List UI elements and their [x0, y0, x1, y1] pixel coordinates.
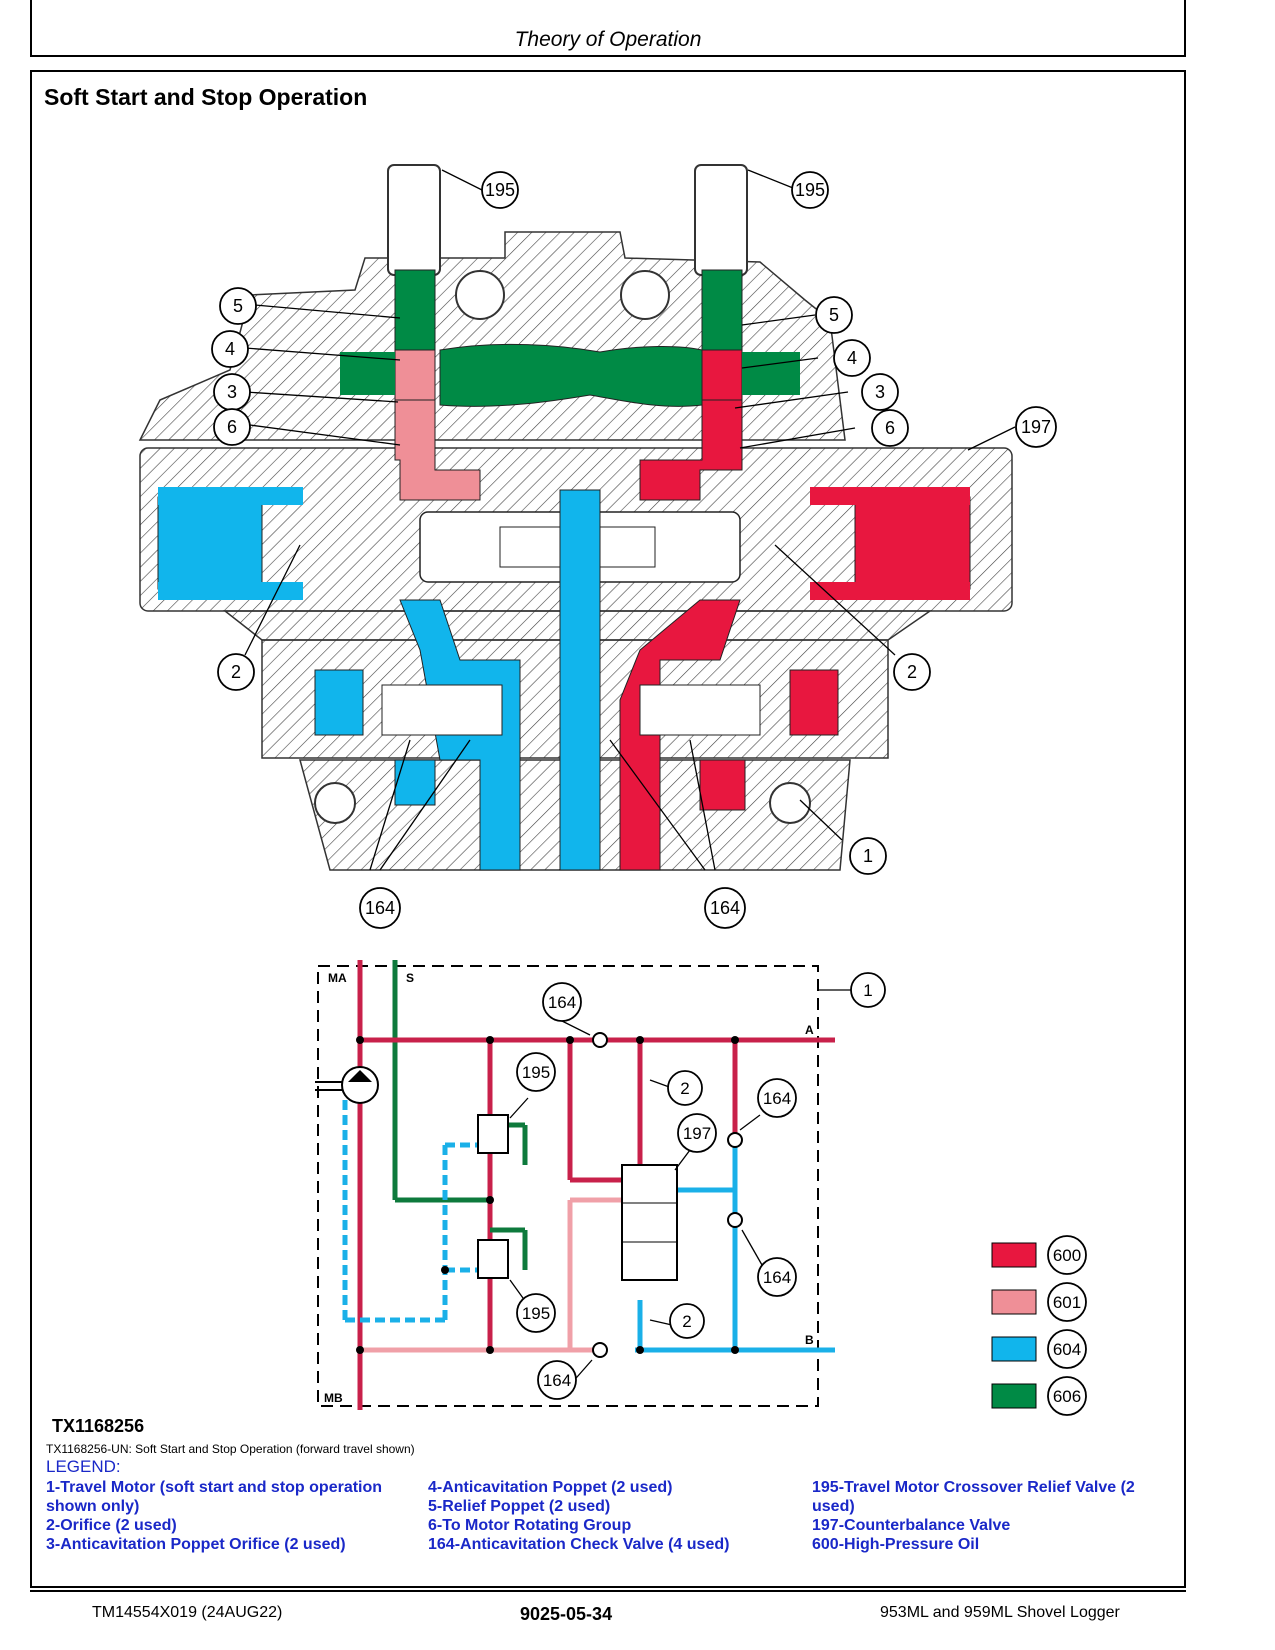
figure-caption: TX1168256-UN: Soft Start and Stop Operat…	[46, 1442, 415, 1456]
callout-4-right: 4	[847, 348, 857, 368]
color-key-606: 606	[1053, 1387, 1081, 1406]
legend-item: 3-Anticavitation Poppet Orifice (2 used)	[46, 1536, 346, 1553]
legend-item: 6-To Motor Rotating Group	[428, 1517, 632, 1534]
legend-column-2: 4-Anticavitation Poppet (2 used) 5-Relie…	[428, 1478, 798, 1554]
port-label-a: A	[805, 1023, 814, 1037]
callout-195-right: 195	[795, 180, 825, 200]
callout-5-left: 5	[233, 296, 243, 316]
schem-callout-164-c: 164	[763, 1268, 791, 1287]
schem-callout-195-b: 195	[522, 1304, 550, 1323]
callout-6-left: 6	[227, 417, 237, 437]
callout-164-left: 164	[365, 898, 395, 918]
callout-3-left: 3	[227, 382, 237, 402]
callout-195-left: 195	[485, 180, 515, 200]
callout-5-right: 5	[829, 305, 839, 325]
color-swatch-604	[991, 1336, 1037, 1362]
callout-164-right: 164	[710, 898, 740, 918]
legend-item: 164-Anticavitation Check Valve (4 used)	[428, 1536, 730, 1553]
legend-item: 600-High-Pressure Oil	[812, 1536, 980, 1553]
callout-2-left: 2	[231, 662, 241, 682]
callout-3-right: 3	[875, 382, 885, 402]
color-key-601: 601	[1053, 1293, 1081, 1312]
callout-1: 1	[863, 846, 873, 866]
color-swatch-600	[991, 1242, 1037, 1268]
port-label-s: S	[406, 971, 414, 985]
color-key-600: 600	[1053, 1246, 1081, 1265]
color-key: 600 601 604 606	[991, 1235, 1087, 1416]
schem-callout-164-b: 164	[763, 1089, 791, 1108]
footer-divider	[30, 1590, 1186, 1592]
figure-id: TX1168256	[52, 1416, 145, 1436]
schem-callout-164-d: 164	[543, 1371, 571, 1390]
legend-column-1: 1-Travel Motor (soft start and stop oper…	[46, 1478, 416, 1554]
color-swatch-601	[991, 1289, 1037, 1315]
port-label-b: B	[805, 1333, 814, 1347]
port-label-mb: MB	[324, 1391, 343, 1405]
legend-item: 195-Travel Motor Crossover Relief Valve …	[812, 1479, 1135, 1515]
schem-callout-1: 1	[863, 981, 872, 1000]
legend-item: 1-Travel Motor (soft start and stop oper…	[46, 1479, 383, 1515]
schem-callout-2-a: 2	[680, 1079, 689, 1098]
port-label-ma: MA	[328, 971, 347, 985]
callout-6-right: 6	[885, 418, 895, 438]
page-header-title: Theory of Operation	[514, 28, 702, 51]
callout-2-right: 2	[907, 662, 917, 682]
legend-item: 197-Counterbalance Valve	[812, 1517, 1011, 1534]
footer-machine-name: 953ML and 959ML Shovel Logger	[880, 1604, 1120, 1621]
content-frame	[30, 70, 1186, 1588]
footer-doc-id: TM14554X019 (24AUG22)	[92, 1604, 283, 1621]
schem-callout-2-b: 2	[682, 1312, 691, 1331]
schem-callout-197: 197	[683, 1124, 711, 1143]
legend-column-3: 195-Travel Motor Crossover Relief Valve …	[812, 1478, 1172, 1554]
callout-4-left: 4	[225, 339, 235, 359]
footer-page-number: 9025-05-34	[520, 1604, 613, 1624]
callout-197: 197	[1021, 417, 1051, 437]
section-title: Soft Start and Stop Operation	[44, 84, 368, 110]
legend-item: 5-Relief Poppet (2 used)	[428, 1498, 611, 1515]
schem-callout-195-a: 195	[522, 1063, 550, 1082]
legend-item: 4-Anticavitation Poppet (2 used)	[428, 1479, 673, 1496]
color-key-604: 604	[1053, 1340, 1081, 1359]
legend-item: 2-Orifice (2 used)	[46, 1517, 177, 1534]
header-frame	[30, 0, 1186, 57]
schem-callout-164-a: 164	[548, 993, 576, 1012]
color-swatch-606	[991, 1383, 1037, 1409]
legend-title: LEGEND:	[46, 1457, 121, 1476]
